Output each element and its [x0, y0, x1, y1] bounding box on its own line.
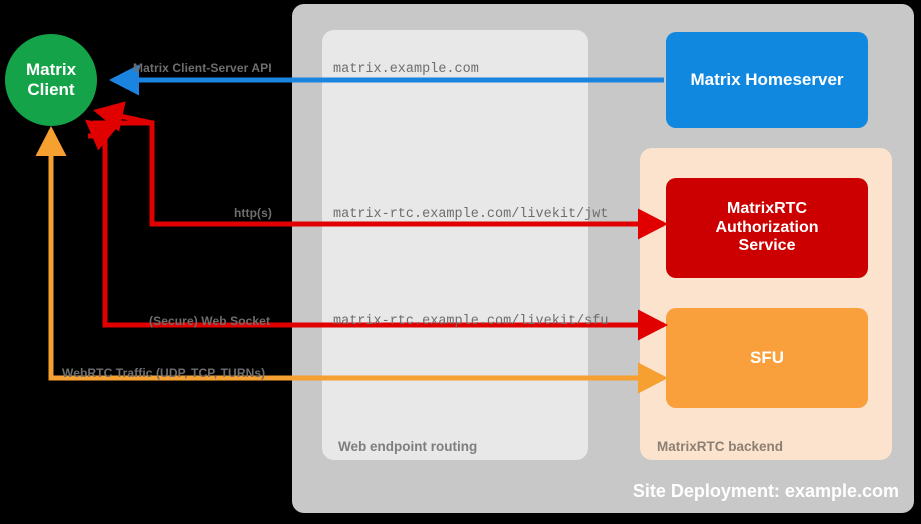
flow-label-matrix-client-server-api: Matrix Client-Server API [133, 61, 272, 75]
endpoint-livekit-jwt: matrix-rtc.example.com/livekit/jwt [333, 207, 609, 222]
matrix-client-label-line2: Client [27, 80, 75, 99]
sfu-label-text: SFU [750, 347, 784, 367]
flow-label-webrtc-traffic: WebRTC Traffic (UDP, TCP, TURNs) [62, 366, 266, 380]
sfu-label: SFU [666, 308, 868, 408]
site-deployment-footer-label: Site Deployment: example.com [632, 481, 899, 501]
matrix-client-circle[interactable] [5, 34, 97, 126]
endpoint-matrix-example-com: matrix.example.com [333, 62, 479, 77]
auth-label-line2: Authorization [715, 218, 819, 236]
matrixrtc-authorization-service-label: MatrixRTC Authorization Service [666, 178, 868, 278]
matrixrtc-backend-label: MatrixRTC backend [657, 439, 784, 454]
matrix-client-label: Matrix Client [5, 52, 97, 108]
matrix-homeserver-box[interactable] [666, 32, 868, 128]
arrow-secure-web-socket-to-client [84, 119, 118, 151]
endpoint-livekit-sfu: matrix-rtc.example.com/livekit/sfu [333, 314, 609, 329]
web-endpoint-routing-container [322, 30, 588, 460]
arrow-webrtc-traffic [35, 125, 664, 381]
flow-label-secure-web-socket: (Secure) Web Socket [149, 314, 271, 328]
arrow-https-jwt-to-client [93, 101, 153, 132]
flow-label-https-jwt: http(s) [234, 206, 273, 220]
matrixrtc-authorization-service-box[interactable] [666, 178, 868, 278]
web-endpoint-routing-label: Web endpoint routing [338, 439, 478, 454]
matrix-client-label-line1: Matrix [25, 59, 77, 79]
matrix-homeserver-label-text: Matrix Homeserver [690, 69, 844, 89]
auth-label-line3: Service [738, 237, 796, 255]
auth-label-line1: MatrixRTC [726, 199, 807, 217]
matrix-homeserver-label: Matrix Homeserver [666, 32, 868, 128]
sfu-box[interactable] [666, 308, 868, 408]
